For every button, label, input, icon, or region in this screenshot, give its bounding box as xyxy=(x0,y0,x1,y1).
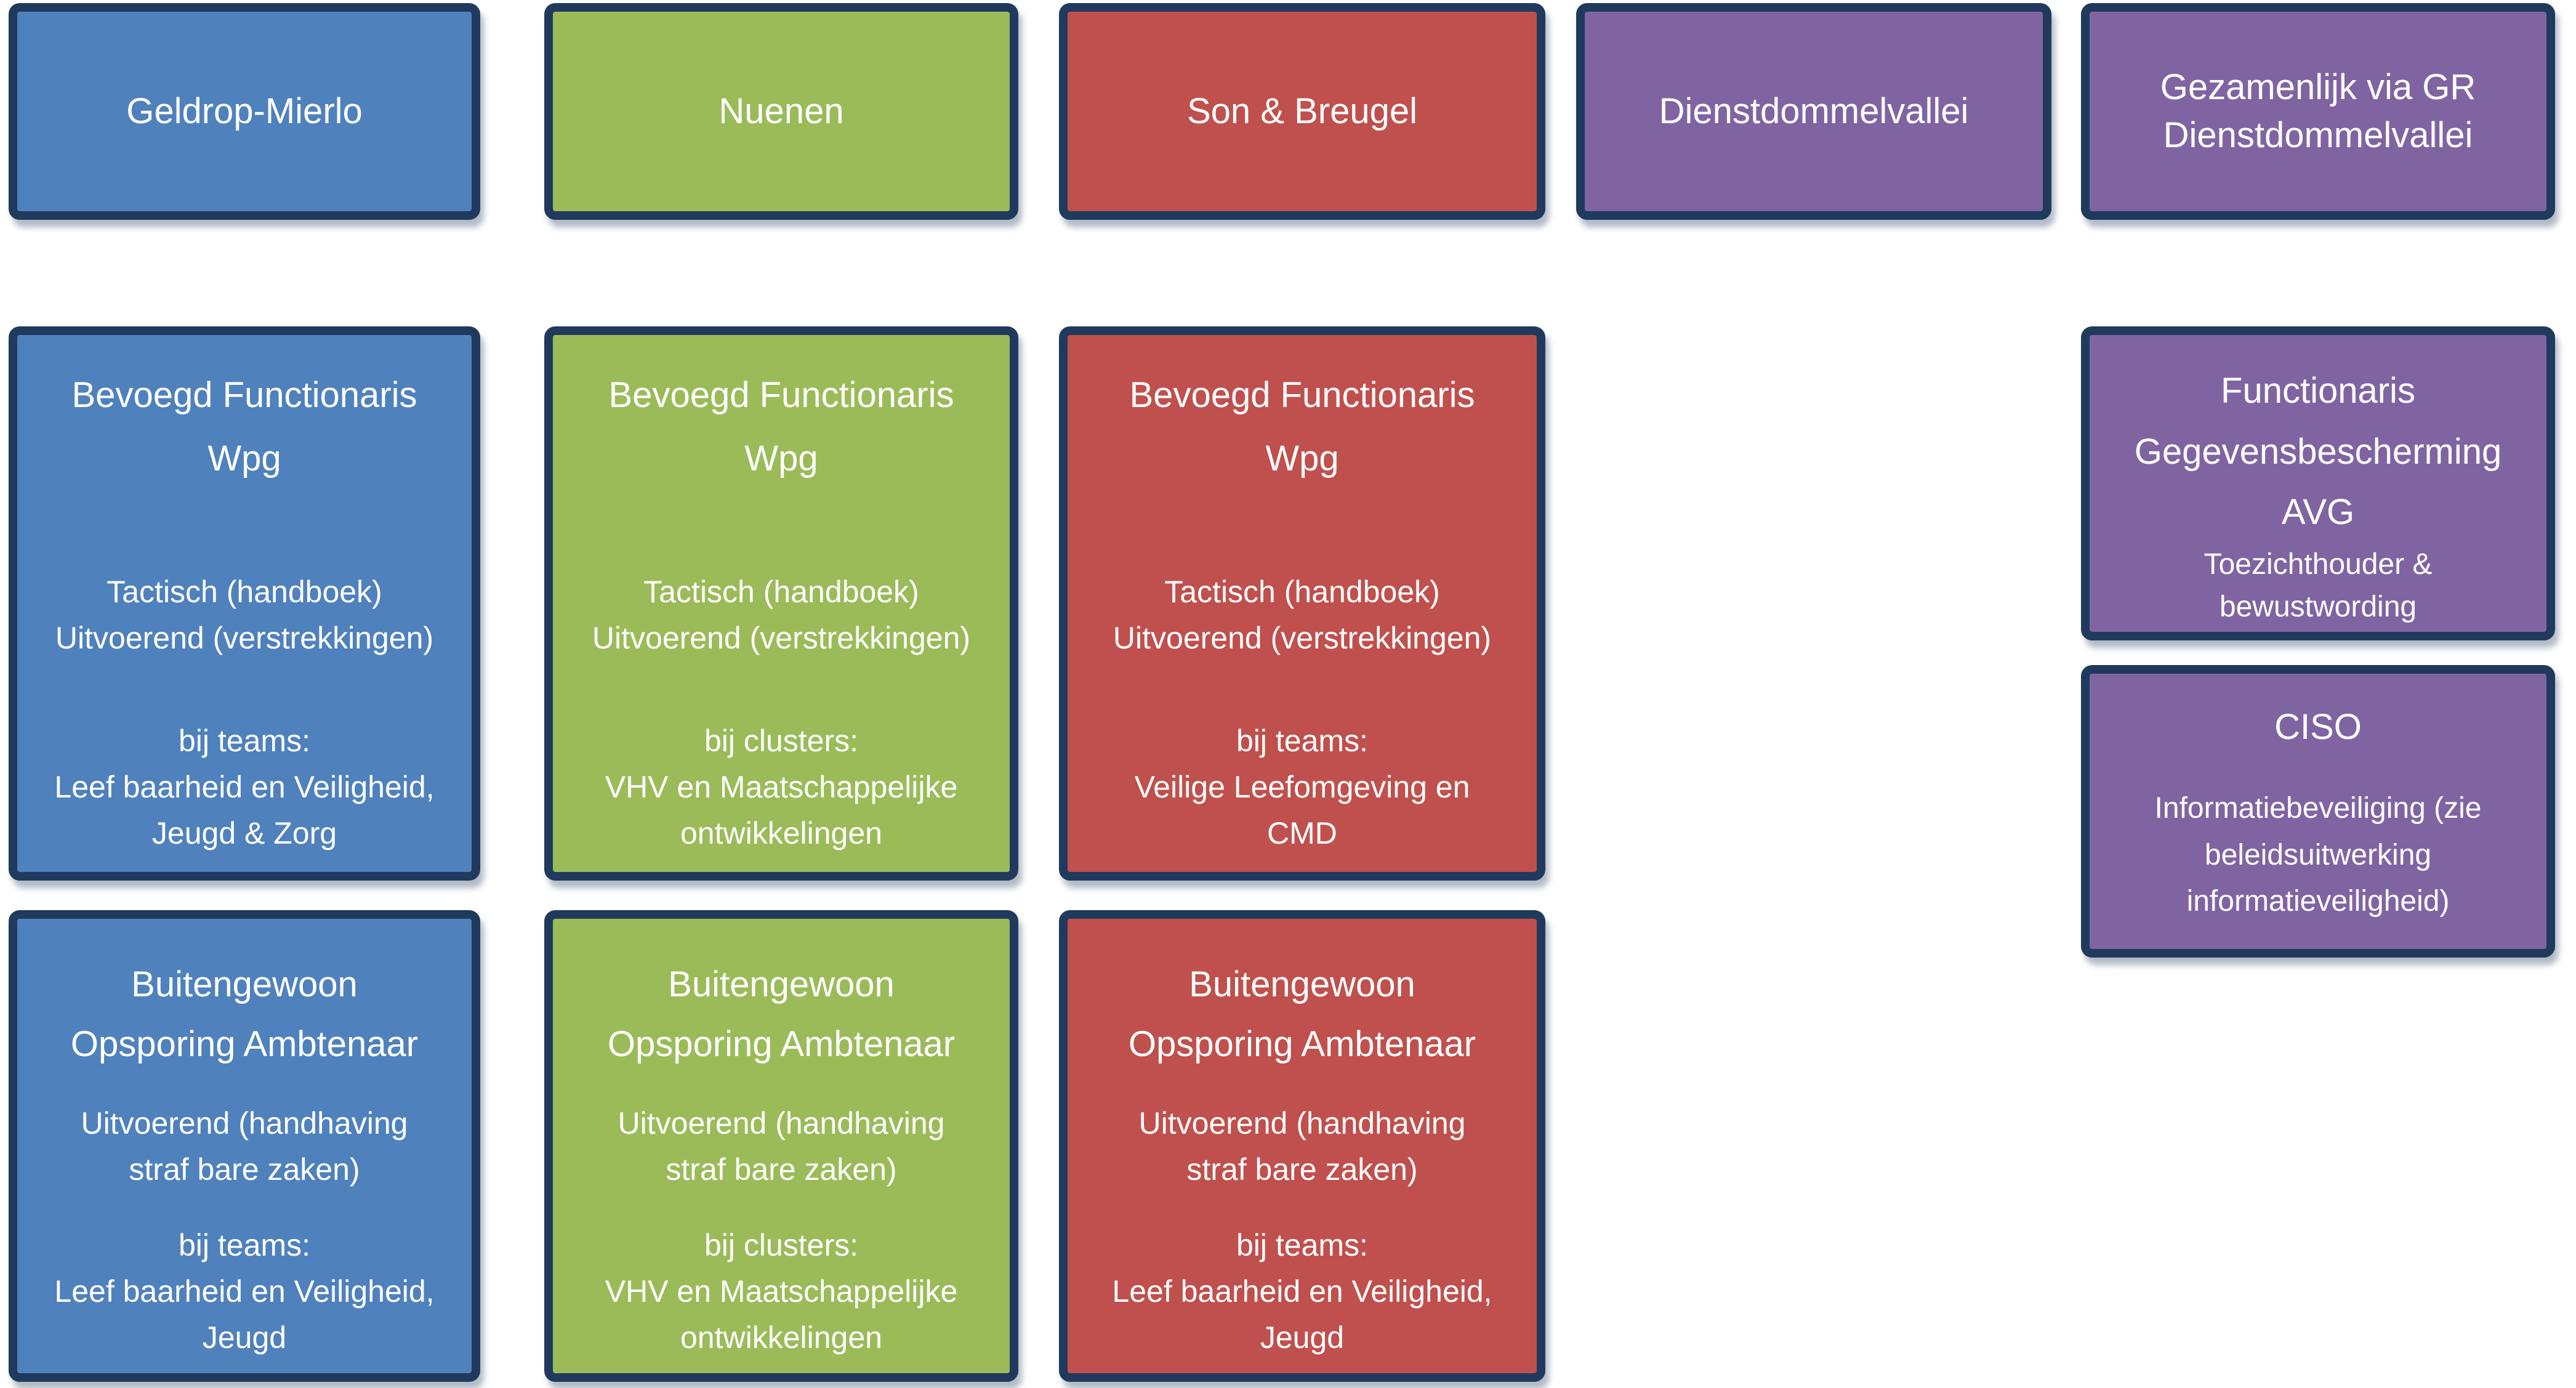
box-body: Informatiebeveiliging (zie beleidsuitwer… xyxy=(2155,785,2482,925)
assignment-list: bij teams: Leef baarheid en Veiligheid, … xyxy=(1112,1222,1492,1361)
header-label: Son & Breugel xyxy=(1186,91,1418,131)
title-line: Buitengewoon xyxy=(1189,964,1415,1004)
task-line: Uitvoerend (handhaving xyxy=(81,1105,408,1140)
title-line: AVG xyxy=(2281,492,2355,533)
header-label-line: Dienstdommelvallei xyxy=(2163,115,2473,155)
wpg-box-geldrop: Bevoegd Functionaris Wpg Tactisch (handb… xyxy=(9,326,480,881)
assignment-line: VHV en Maatschappelijke xyxy=(605,770,958,805)
title-line: Opsporing Ambtenaar xyxy=(607,1024,956,1065)
wpg-box-son-breugel: Bevoegd Functionaris Wpg Tactisch (handb… xyxy=(1059,326,1545,881)
task-line: straf bare zaken) xyxy=(129,1152,360,1187)
task-list: Uitvoerend (handhaving straf bare zaken) xyxy=(1139,1100,1466,1193)
assignment-list: bij clusters: VHV en Maatschappelijke on… xyxy=(605,1222,958,1361)
title-line: Bevoegd Functionaris xyxy=(608,375,954,415)
assignment-line: ontwikkelingen xyxy=(680,816,882,851)
box-title: CISO xyxy=(2274,707,2362,747)
assignment-line: ontwikkelingen xyxy=(680,1320,882,1355)
header-dienstdommelvallei: Dienstdommelvallei xyxy=(1576,3,2051,220)
box-title: Bevoegd Functionaris Wpg xyxy=(609,363,954,490)
title-line: Wpg xyxy=(744,438,818,479)
title-line: Opsporing Ambtenaar xyxy=(1128,1024,1476,1065)
boa-box-son-breugel: Buitengewoon Opsporing Ambtenaar Uitvoer… xyxy=(1059,910,1545,1382)
body-line: informatieveiligheid) xyxy=(2186,885,2450,918)
assignment-line: bij teams: xyxy=(1236,724,1368,759)
title-line: Buitengewoon xyxy=(668,964,895,1004)
box-title: Bevoegd Functionaris Wpg xyxy=(72,363,417,490)
task-line: Tactisch (handboek) xyxy=(1164,575,1440,610)
body-line: Informatiebeveiliging (zie xyxy=(2154,791,2482,825)
header-nuenen: Nuenen xyxy=(544,3,1018,220)
title-line: Functionaris xyxy=(2221,371,2415,411)
ciso-box: CISO Informatiebeveiliging (zie beleidsu… xyxy=(2081,665,2555,958)
assignment-list: bij teams: Leef baarheid en Veiligheid, … xyxy=(54,1222,434,1361)
title-line: Gegevensbescherming xyxy=(2134,431,2502,472)
box-title: Functionaris Gegevensbescherming AVG xyxy=(2135,361,2502,543)
subtitle-line: Toezichthouder & xyxy=(2204,547,2433,581)
task-line: Uitvoerend (handhaving xyxy=(1138,1105,1466,1140)
task-list: Tactisch (handboek) Uitvoerend (verstrek… xyxy=(592,569,970,661)
header-son-breugel: Son & Breugel xyxy=(1059,3,1545,220)
title-line: Opsporing Ambtenaar xyxy=(70,1024,419,1065)
assignment-line: bij clusters: xyxy=(704,724,859,759)
task-line: Uitvoerend (verstrekkingen) xyxy=(592,621,971,656)
box-title: Buitengewoon Opsporing Ambtenaar xyxy=(1129,954,1476,1075)
task-line: straf bare zaken) xyxy=(666,1152,897,1187)
task-line: Uitvoerend (verstrekkingen) xyxy=(1113,621,1492,656)
assignment-line: Veilige Leefomgeving en xyxy=(1134,770,1470,805)
assignment-list: bij clusters: VHV en Maatschappelijke on… xyxy=(605,718,958,857)
header-gezamenlijk-gr: Gezamenlijk via GR Dienstdommelvallei xyxy=(2081,3,2555,220)
title-line: Bevoegd Functionaris xyxy=(1129,375,1475,415)
assignment-line: bij clusters: xyxy=(704,1227,859,1262)
task-line: Tactisch (handboek) xyxy=(107,575,382,610)
title-line: Wpg xyxy=(1265,438,1339,479)
assignment-line: Jeugd xyxy=(1260,1320,1345,1355)
task-line: Tactisch (handboek) xyxy=(643,575,919,610)
header-label: Dienstdommelvallei xyxy=(1659,91,1969,131)
header-label-line: Gezamenlijk via GR xyxy=(2160,67,2476,107)
task-list: Tactisch (handboek) Uitvoerend (verstrek… xyxy=(55,569,433,661)
task-line: Uitvoerend (handhaving xyxy=(618,1105,945,1140)
assignment-list: bij teams: Veilige Leefomgeving en CMD xyxy=(1135,718,1470,857)
boa-box-geldrop: Buitengewoon Opsporing Ambtenaar Uitvoer… xyxy=(9,910,480,1382)
assignment-line: Leef baarheid en Veiligheid, xyxy=(54,770,435,805)
task-line: Uitvoerend (verstrekkingen) xyxy=(55,621,434,656)
title-line: Bevoegd Functionaris xyxy=(71,375,417,415)
assignment-line: bij teams: xyxy=(179,1227,310,1262)
assignment-line: Jeugd & Zorg xyxy=(151,816,337,851)
box-title: Buitengewoon Opsporing Ambtenaar xyxy=(608,954,955,1075)
header-geldrop-mierlo: Geldrop-Mierlo xyxy=(9,3,480,220)
assignment-line: bij teams: xyxy=(179,724,310,759)
assignment-line: Leef baarheid en Veiligheid, xyxy=(1112,1273,1492,1309)
assignment-line: Jeugd xyxy=(202,1320,287,1355)
assignment-list: bij teams: Leef baarheid en Veiligheid, … xyxy=(54,718,434,857)
assignment-line: Leef baarheid en Veiligheid, xyxy=(54,1273,435,1309)
task-list: Uitvoerend (handhaving straf bare zaken) xyxy=(618,1100,945,1193)
header-label: Geldrop-Mierlo xyxy=(126,91,363,131)
assignment-line: bij teams: xyxy=(1236,1227,1368,1262)
title-line: Buitengewoon xyxy=(131,964,358,1004)
task-line: straf bare zaken) xyxy=(1186,1152,1418,1187)
body-line: beleidsuitwerking xyxy=(2204,838,2432,871)
assignment-line: CMD xyxy=(1267,816,1337,851)
header-label: Nuenen xyxy=(718,91,844,131)
title-line: Wpg xyxy=(207,438,281,479)
wpg-box-nuenen: Bevoegd Functionaris Wpg Tactisch (handb… xyxy=(544,326,1018,881)
box-subtitle: Toezichthouder & bewustwording xyxy=(2204,543,2433,629)
box-title: Buitengewoon Opsporing Ambtenaar xyxy=(71,954,418,1075)
fg-avg-box: Functionaris Gegevensbescherming AVG Toe… xyxy=(2081,326,2555,640)
task-list: Uitvoerend (handhaving straf bare zaken) xyxy=(81,1100,408,1193)
assignment-line: VHV en Maatschappelijke xyxy=(605,1273,958,1309)
task-list: Tactisch (handboek) Uitvoerend (verstrek… xyxy=(1113,569,1491,661)
box-title: Bevoegd Functionaris Wpg xyxy=(1130,363,1475,490)
subtitle-line: bewustwording xyxy=(2219,591,2417,624)
boa-box-nuenen: Buitengewoon Opsporing Ambtenaar Uitvoer… xyxy=(544,910,1018,1382)
